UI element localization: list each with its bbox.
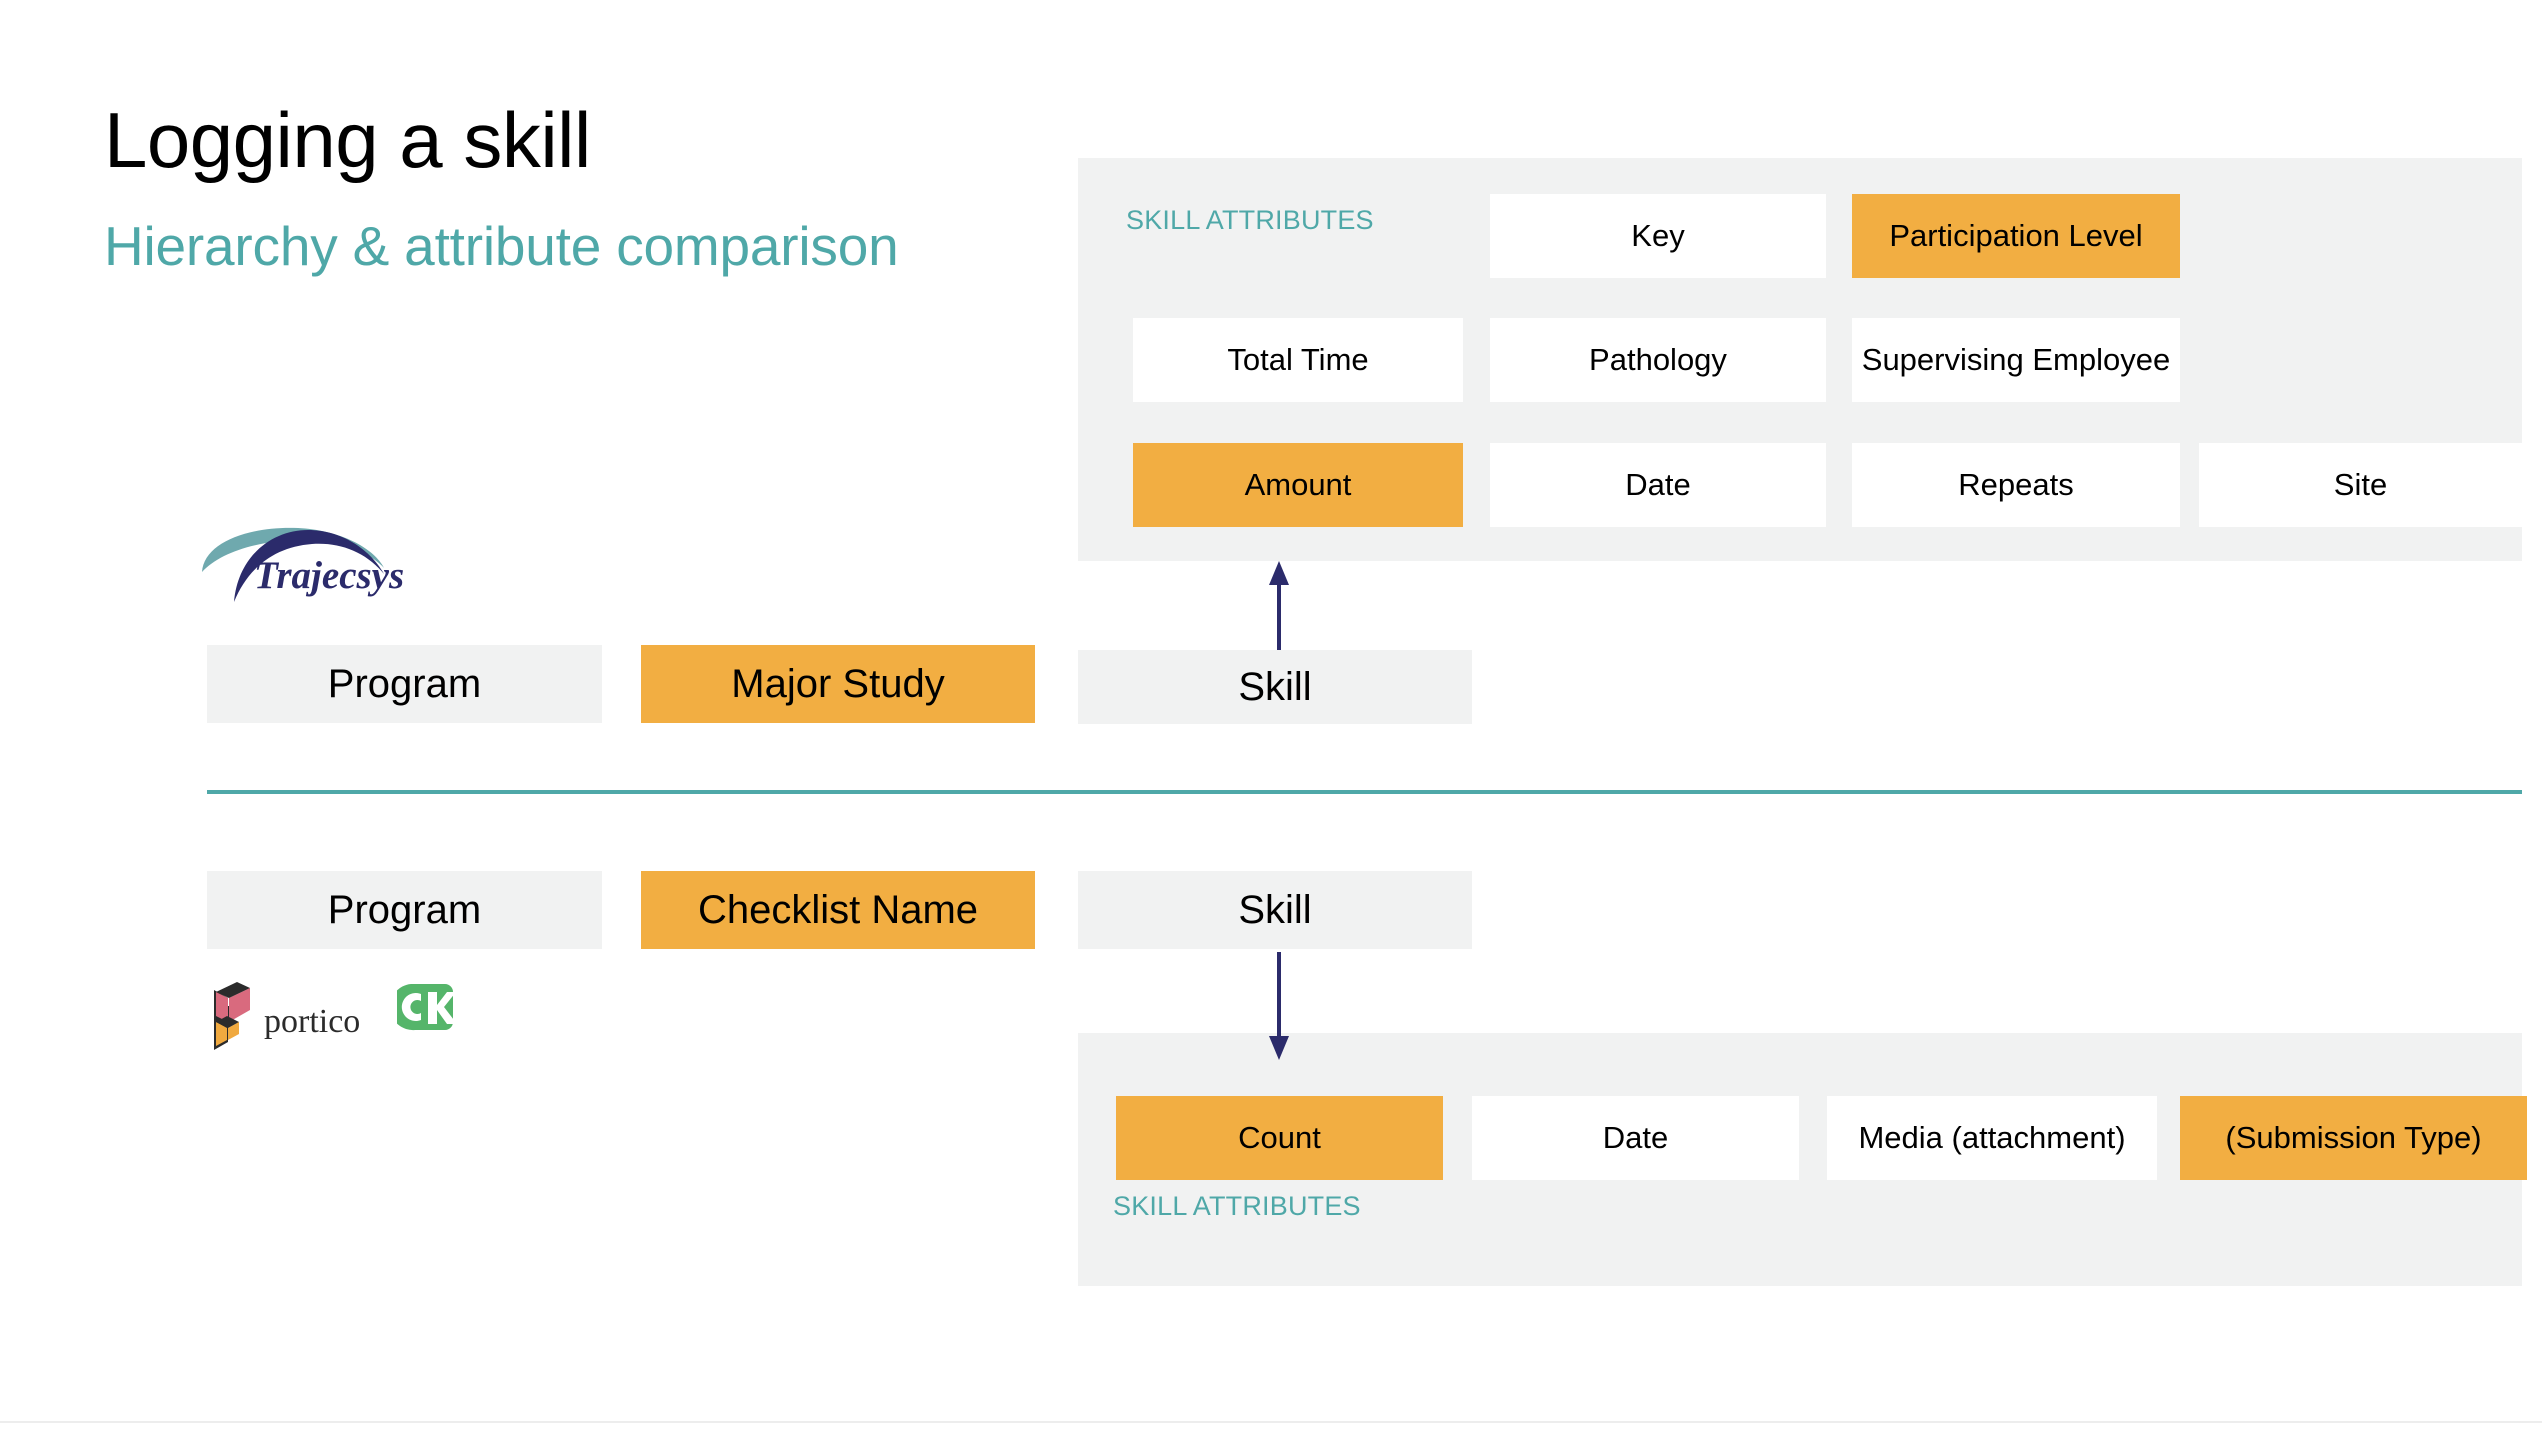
attribute-chip-supervising-employee[interactable]: Supervising Employee (1852, 318, 2180, 402)
hierarchy-box-checklist-name[interactable]: Checklist Name (641, 871, 1035, 949)
attribute-chip-total-time[interactable]: Total Time (1133, 318, 1463, 402)
hierarchy-box-program-top[interactable]: Program (207, 645, 602, 723)
footer-rule (0, 1421, 2542, 1423)
attribute-chip-date-bottom[interactable]: Date (1472, 1096, 1799, 1180)
page-title: Logging a skill (104, 96, 591, 184)
hierarchy-box-program-bottom[interactable]: Program (207, 871, 602, 949)
top-panel-label: SKILL ATTRIBUTES (1126, 205, 1374, 235)
ck-logo (397, 984, 457, 1031)
attribute-chip-date-top[interactable]: Date (1490, 443, 1826, 527)
bottom-panel-label: SKILL ATTRIBUTES (1113, 1191, 1361, 1221)
hierarchy-box-major-study[interactable]: Major Study (641, 645, 1035, 723)
svg-text:Trajecsys: Trajecsys (254, 554, 404, 597)
attribute-chip-repeats[interactable]: Repeats (1852, 443, 2180, 527)
attribute-chip-site[interactable]: Site (2199, 443, 2522, 527)
attribute-chip-media-attachment[interactable]: Media (attachment) (1827, 1096, 2157, 1180)
hierarchy-box-skill-top[interactable]: Skill (1078, 650, 1472, 724)
section-divider (207, 790, 2522, 794)
hierarchy-box-skill-bottom[interactable]: Skill (1078, 871, 1472, 949)
arrow-up-icon (1269, 561, 1289, 663)
attribute-chip-key[interactable]: Key (1490, 194, 1826, 278)
portico-logo: portico (214, 982, 360, 1050)
trajecsys-logo: Trajecsys (202, 527, 404, 602)
attribute-chip-amount[interactable]: Amount (1133, 443, 1463, 527)
attribute-chip-pathology[interactable]: Pathology (1490, 318, 1826, 402)
attribute-chip-count[interactable]: Count (1116, 1096, 1443, 1180)
page-subtitle: Hierarchy & attribute comparison (104, 215, 899, 277)
svg-text:portico: portico (264, 1003, 360, 1040)
attribute-chip-submission-type[interactable]: (Submission Type) (2180, 1096, 2527, 1180)
attribute-chip-participation-level[interactable]: Participation Level (1852, 194, 2180, 278)
arrow-down-icon (1269, 952, 1289, 1060)
